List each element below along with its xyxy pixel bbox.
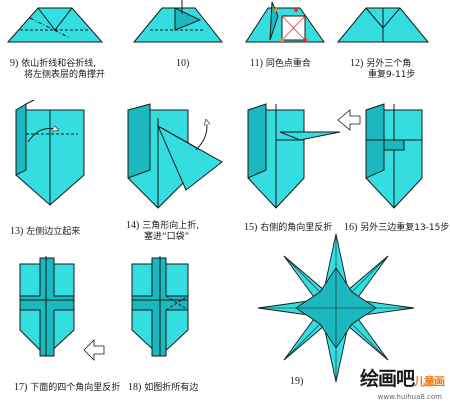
step-text-line2: 将左侧表层的角撑开 — [24, 70, 106, 80]
step-16-caption: 16) 另外三边重复13-15步 — [344, 222, 449, 234]
step-18-caption: 18) 如图折所有边 — [128, 382, 198, 394]
step-number: 17) — [14, 382, 28, 393]
step-16-figure — [365, 103, 423, 209]
step-text: 另外三个角 — [366, 59, 412, 69]
step-text: 同色点重合 — [265, 59, 311, 69]
step-12-figure — [336, 7, 430, 43]
step-number: 18) — [128, 382, 142, 393]
step-12-caption: 12) 另外三个角 重复9-11步 — [350, 58, 415, 81]
step-14-caption: 14) 三角形向上折, 塞进“口袋” — [126, 220, 199, 243]
step-15-figure — [247, 103, 341, 209]
step-11-figure — [245, 1, 325, 43]
step-13-figure — [15, 99, 85, 206]
step-18-figure — [131, 256, 189, 357]
step-10-caption: 10) — [176, 58, 189, 70]
step-9-figure — [6, 7, 104, 43]
step-number: 13) — [10, 226, 24, 237]
step-number: 14) — [126, 220, 140, 231]
step-19-star — [257, 233, 415, 383]
step-text: 依山折线和谷折线, — [21, 59, 97, 69]
step-number: 10) — [176, 58, 190, 69]
step-text: 三角形向上折, — [142, 221, 200, 231]
step-text: 右侧的角向里反折 — [260, 223, 333, 233]
step-11-caption: 11) 同色点重合 — [250, 58, 311, 70]
watermark-logo: 绘画吧儿童画 — [359, 364, 445, 391]
step-text: 如图折所有边 — [144, 383, 199, 393]
watermark-text: 绘画吧 — [359, 368, 415, 390]
reverse-fold-arrow-2 — [83, 339, 105, 361]
watermark-accent: 儿童画 — [414, 375, 445, 388]
reverse-fold-arrow — [337, 109, 361, 131]
step-17-figure — [19, 256, 75, 357]
watermark-url: www.huihua8.com — [377, 393, 442, 401]
step-19-caption: 19) — [290, 376, 303, 388]
step-13-caption: 13) 左侧边立起来 — [10, 226, 80, 238]
step-17-caption: 17) 下面的四个角向里反折 — [14, 382, 120, 394]
step-14-figure — [127, 103, 223, 209]
step-15-caption: 15) 右侧的角向里反折 — [244, 222, 332, 234]
step-text: 下面的四个角向里反折 — [30, 383, 121, 393]
step-number: 15) — [244, 222, 258, 233]
step-text: 左侧边立起来 — [26, 227, 81, 237]
step-text-line2: 重复9-11步 — [368, 70, 416, 80]
step-text-line2: 塞进“口袋” — [144, 232, 190, 242]
step-number: 16) — [344, 222, 358, 233]
step-10-figure — [132, 0, 224, 43]
step-number: 9) — [10, 58, 19, 69]
step-9-caption: 9) 依山折线和谷折线, 将左侧表层的角撑开 — [10, 58, 105, 81]
step-text: 另外三边重复13-15步 — [360, 223, 450, 233]
step-number: 11) — [250, 58, 263, 69]
step-number: 12) — [350, 58, 364, 69]
step-number: 19) — [290, 376, 304, 387]
